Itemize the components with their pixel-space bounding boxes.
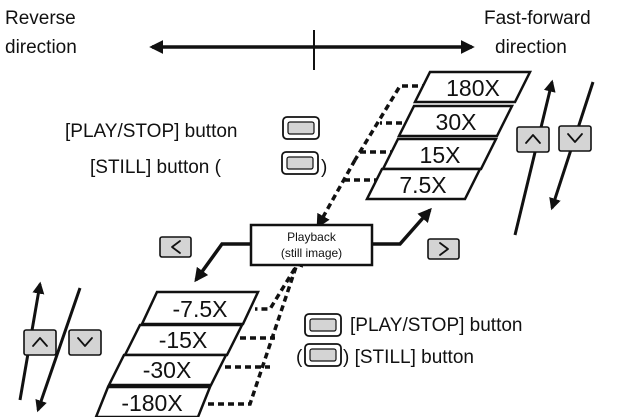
playback-label-line2: (still image) bbox=[281, 246, 342, 260]
reverse-speed-up-down-control bbox=[18, 281, 102, 413]
speed-box-forward-7-5x bbox=[364, 167, 483, 201]
speed-label-reverse-30x: -30X bbox=[143, 357, 192, 383]
speed-label-forward-180x: 180X bbox=[446, 75, 500, 101]
reverse-direction-label-line1: Reverse bbox=[5, 8, 76, 29]
forward-direction-label-line1: Fast-forward bbox=[484, 8, 591, 29]
forward-speed-up-down-control bbox=[513, 79, 595, 236]
button-icon bbox=[304, 343, 342, 367]
reverse-direction-label-line2: direction bbox=[5, 37, 77, 58]
chevron-down-icon bbox=[567, 133, 583, 143]
still-button-label-lower: ) [STILL] button bbox=[343, 347, 474, 368]
speed-box-forward-180x bbox=[412, 70, 533, 104]
playback-label-line1: Playback bbox=[287, 230, 337, 244]
still-button-label-upper: [STILL] button ( bbox=[90, 157, 222, 178]
reverse-speed-boxes: -7.5X -15X -30X -180X bbox=[94, 290, 260, 417]
chevron-right-icon bbox=[439, 242, 449, 256]
chevron-up-icon bbox=[32, 337, 48, 347]
speed-label-forward-7-5x: 7.5X bbox=[399, 172, 446, 198]
button-icon bbox=[304, 313, 342, 337]
speed-label-reverse-15x: -15X bbox=[159, 327, 208, 353]
button-icon bbox=[281, 151, 319, 175]
speed-label-reverse-180x: -180X bbox=[121, 390, 182, 416]
playback-box: Playback (still image) bbox=[249, 223, 374, 267]
right-key bbox=[427, 238, 460, 260]
play-stop-button-label-upper: [PLAY/STOP] button bbox=[65, 121, 238, 142]
chevron-down-icon bbox=[77, 337, 93, 347]
to-forward-arrow bbox=[372, 207, 432, 246]
speed-box-forward-30x bbox=[396, 104, 515, 138]
button-icon bbox=[282, 116, 320, 140]
forward-direction-label-line2: direction bbox=[495, 37, 567, 58]
speed-box-reverse-180x bbox=[94, 385, 212, 417]
speed-label-forward-30x: 30X bbox=[436, 109, 477, 135]
speed-box-reverse-30x bbox=[106, 353, 229, 387]
to-reverse-arrow bbox=[194, 242, 251, 283]
chevron-up-icon bbox=[525, 134, 541, 144]
still-button-open-paren: ( bbox=[296, 347, 303, 368]
left-key bbox=[159, 236, 192, 258]
chevron-left-icon bbox=[171, 240, 181, 254]
reverse-return-paths bbox=[208, 252, 304, 406]
still-button-close-paren: ) bbox=[321, 157, 327, 178]
forward-speed-boxes: 180X 30X 15X 7.5X bbox=[364, 70, 533, 201]
direction-axis bbox=[149, 30, 475, 70]
speed-label-reverse-7-5x: -7.5X bbox=[173, 296, 228, 322]
play-stop-button-label-lower: [PLAY/STOP] button bbox=[350, 315, 523, 336]
speed-label-forward-15x: 15X bbox=[420, 142, 461, 168]
